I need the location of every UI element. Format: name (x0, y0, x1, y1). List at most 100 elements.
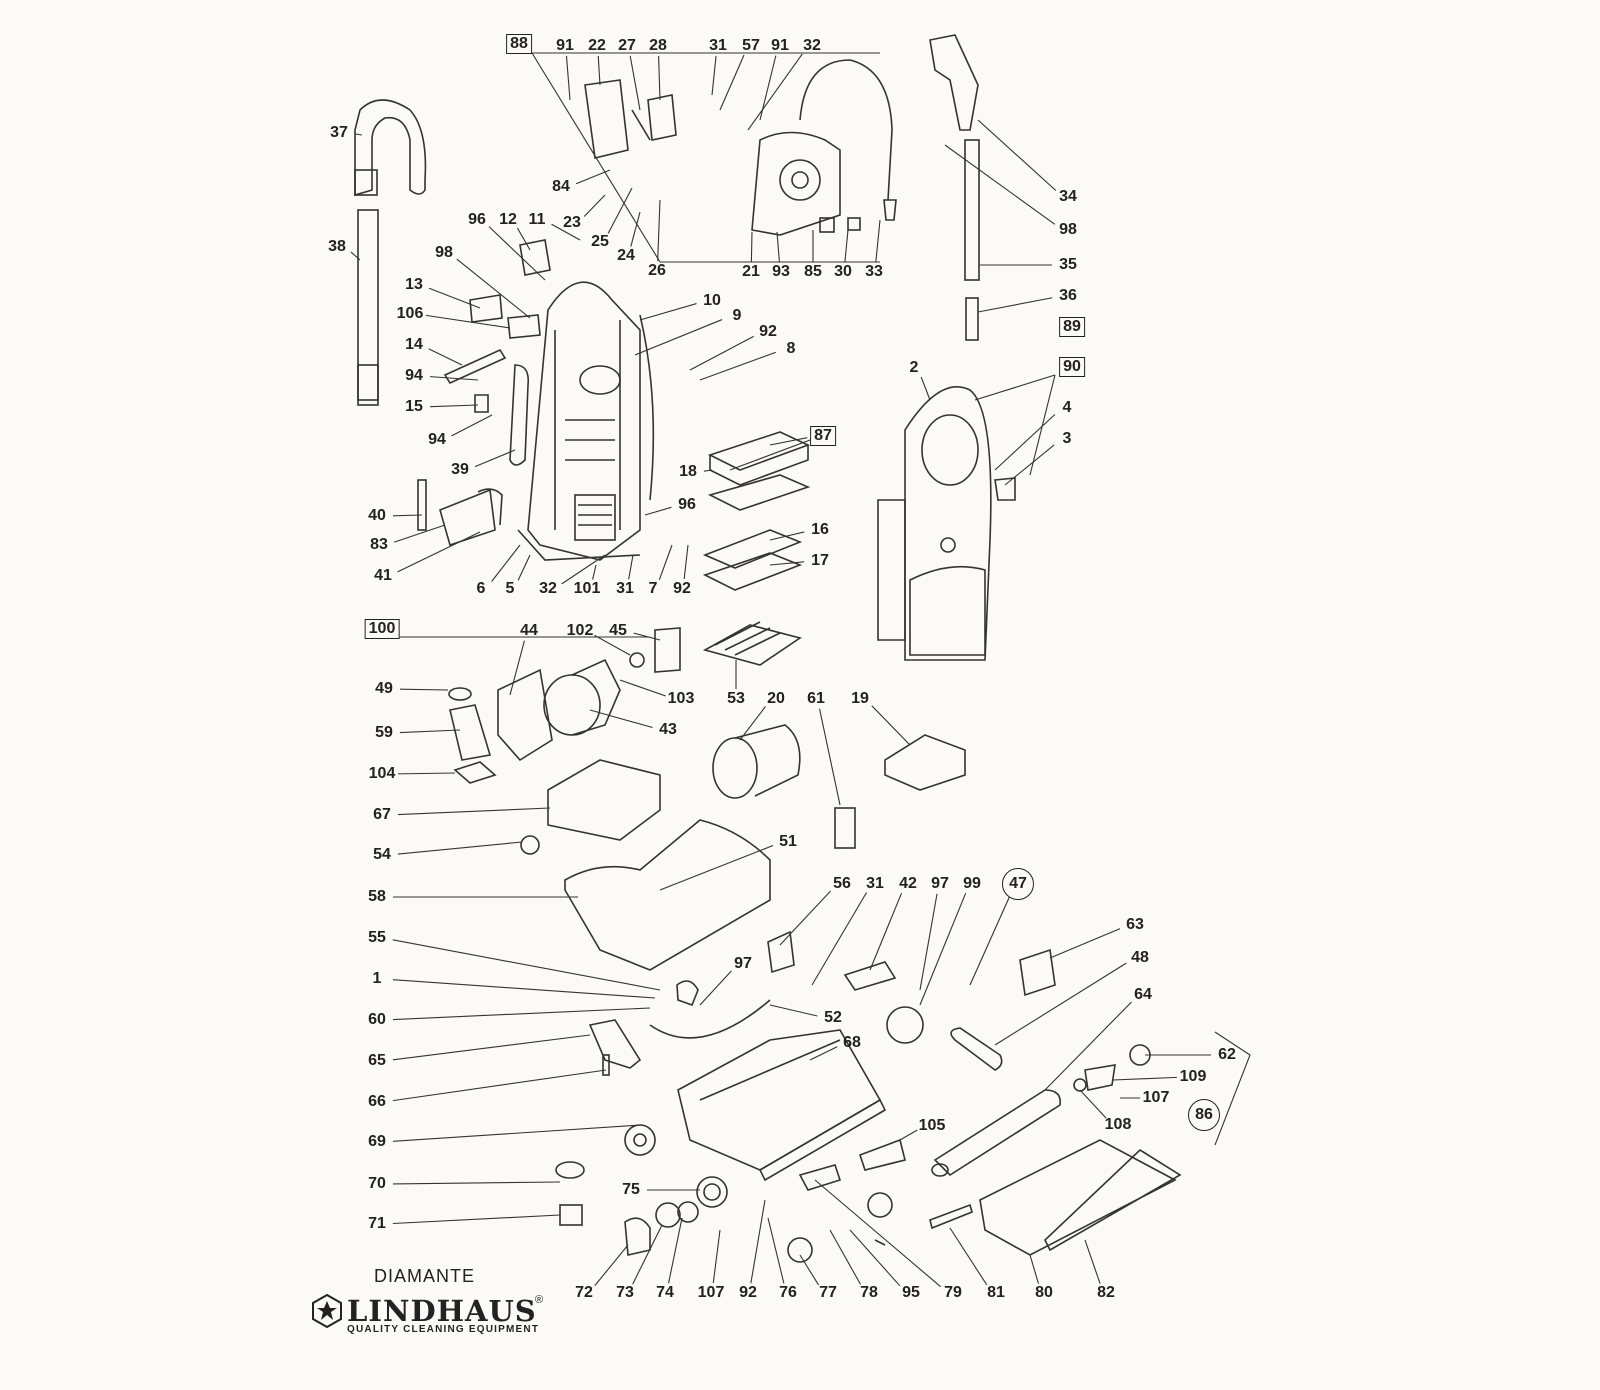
part-label-102: 102 (566, 622, 594, 639)
upper-body-frame (517, 281, 655, 561)
leader-line-95 (849, 1229, 901, 1287)
leader-line-24 (630, 211, 641, 247)
leader-line-42 (869, 892, 903, 971)
leader-line-54 (397, 841, 523, 855)
part-label-2: 2 (909, 359, 919, 376)
part-label-23: 23 (563, 214, 581, 231)
leader-line-15 (429, 404, 479, 408)
leader-line-105 (899, 1129, 918, 1141)
group-86-bracket (1214, 1031, 1251, 1146)
leader-line-91 (565, 55, 571, 101)
part-label-48: 48 (1131, 949, 1149, 966)
leader-line-40 (392, 514, 423, 517)
part-label-56: 56 (833, 875, 851, 892)
leader-line-109 (1112, 1076, 1178, 1081)
leader-line-1 (392, 979, 656, 999)
part-label-41: 41 (374, 567, 392, 584)
part-label-12: 12 (499, 211, 517, 228)
exhaust-filters (712, 724, 966, 849)
part-label-60: 60 (368, 1011, 386, 1028)
part-label-39: 39 (451, 461, 469, 478)
leader-lines (350, 52, 1211, 1288)
part-label-69: 69 (368, 1133, 386, 1150)
leader-line-98 (944, 144, 1056, 225)
part-label-103: 103 (667, 690, 695, 707)
leader-line-82 (1084, 1239, 1101, 1284)
part-label-78: 78 (860, 1284, 878, 1301)
part-label-4: 4 (1062, 399, 1072, 416)
part-label-59: 59 (375, 724, 393, 741)
part-label-62: 62 (1218, 1046, 1236, 1063)
leader-line-99 (919, 892, 967, 1006)
leader-line-22 (597, 55, 601, 86)
leader-line-55 (392, 939, 661, 991)
leader-line-61 (818, 708, 841, 806)
leader-line-68 (809, 1046, 838, 1061)
part-label-15: 15 (405, 398, 423, 415)
hose-and-wand (354, 99, 427, 406)
leader-line-59 (399, 729, 461, 734)
leader-line-52 (769, 1004, 818, 1017)
part-label-89: 89 (1059, 317, 1085, 337)
leader-line-70 (392, 1181, 561, 1185)
part-label-55: 55 (368, 929, 386, 946)
leader-line-60 (392, 1007, 651, 1021)
part-label-100: 100 (364, 619, 400, 639)
part-label-32: 32 (803, 37, 821, 54)
part-label-43: 43 (659, 721, 677, 738)
leader-line-102 (594, 634, 631, 656)
leader-line-96 (644, 506, 672, 516)
part-label-16: 16 (811, 521, 829, 538)
part-label-83: 83 (370, 536, 388, 553)
leader-line-76 (767, 1217, 785, 1284)
part-label-92: 92 (759, 323, 777, 340)
part-label-97: 97 (734, 955, 752, 972)
leader-line-48 (994, 962, 1127, 1046)
assembly-group-line (729, 439, 811, 471)
part-label-94: 94 (405, 367, 423, 384)
part-label-96: 96 (468, 211, 486, 228)
part-label-96: 96 (678, 496, 696, 513)
leader-line-31 (711, 55, 717, 96)
switch-bracket (584, 79, 677, 159)
part-label-106: 106 (396, 305, 424, 322)
part-label-32: 32 (539, 580, 557, 597)
leader-line-104 (397, 772, 456, 775)
part-label-63: 63 (1126, 916, 1144, 933)
leader-line-32 (747, 53, 803, 131)
motor-assembly (497, 627, 681, 762)
leader-line-5 (517, 554, 531, 581)
brand-name: LINDHAUS (347, 1294, 537, 1328)
part-label-80: 80 (1035, 1284, 1053, 1301)
part-label-91: 91 (556, 37, 574, 54)
part-label-71: 71 (368, 1215, 386, 1232)
brand-logo-block: LINDHAUS ® QUALITY CLEANING EQUIPMENT (311, 1294, 551, 1340)
leader-line-34 (977, 119, 1057, 191)
leader-line-78 (829, 1229, 862, 1285)
leader-line-43 (589, 709, 653, 729)
part-label-76: 76 (779, 1284, 797, 1301)
part-label-40: 40 (368, 507, 386, 524)
part-label-51: 51 (779, 833, 797, 850)
leader-line-20 (739, 706, 766, 741)
leader-line-73 (632, 1224, 663, 1285)
part-label-92: 92 (739, 1284, 757, 1301)
part-label-49: 49 (375, 680, 393, 697)
leader-line-8 (699, 351, 777, 381)
part-label-57: 57 (742, 37, 760, 54)
leader-line-30 (844, 229, 849, 263)
part-label-24: 24 (617, 247, 635, 264)
part-label-10: 10 (703, 292, 721, 309)
part-label-36: 36 (1059, 287, 1077, 304)
leader-line-96 (488, 226, 546, 281)
leader-line-84 (575, 169, 611, 185)
part-label-79: 79 (944, 1284, 962, 1301)
leader-line-27 (629, 55, 641, 111)
part-label-101: 101 (573, 580, 601, 597)
leader-line-97 (699, 970, 732, 1006)
cord-housing (751, 59, 897, 236)
part-label-5: 5 (505, 580, 515, 597)
part-label-92: 92 (673, 580, 691, 597)
filter-stack (702, 431, 811, 666)
